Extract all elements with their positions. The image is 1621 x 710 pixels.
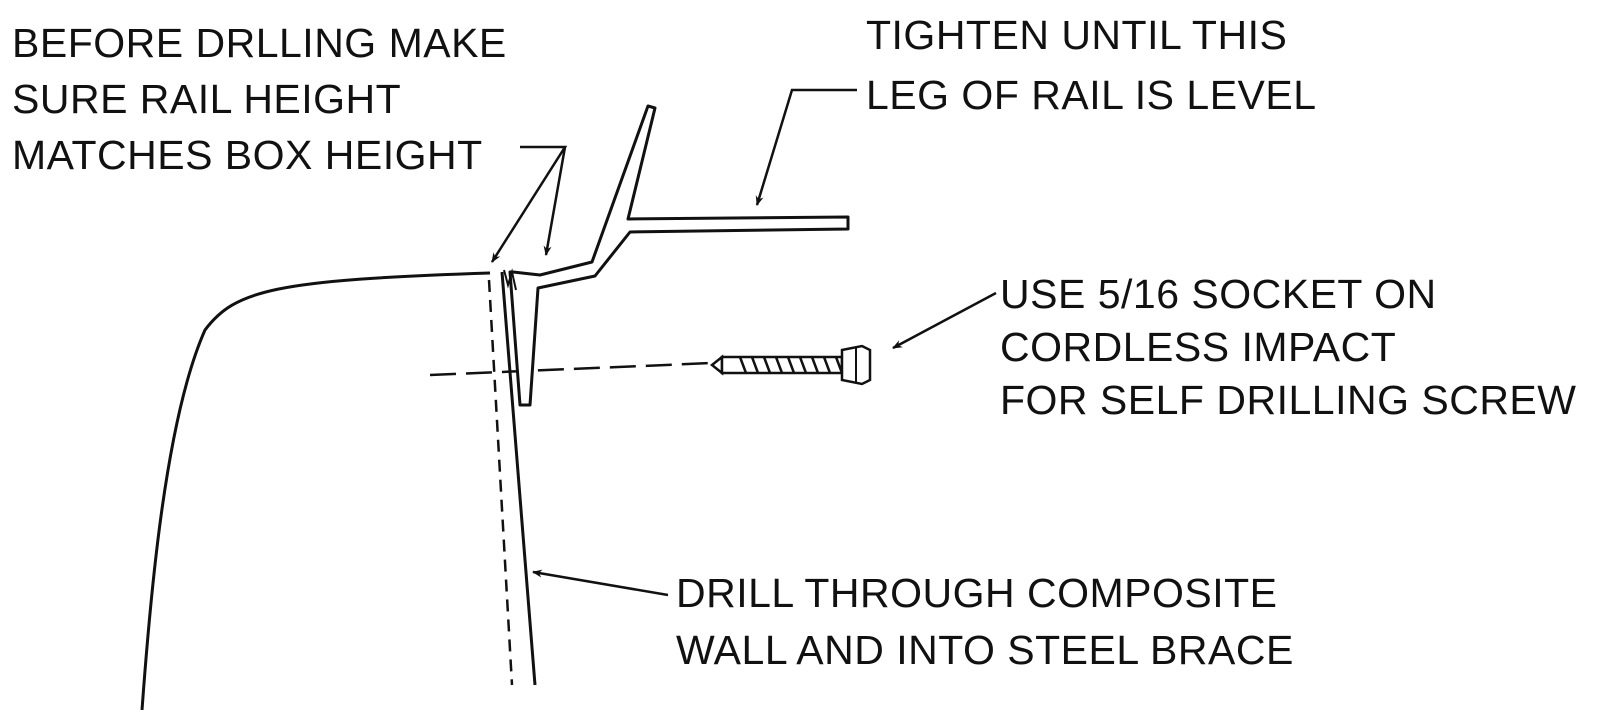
composite-wall-edge [500, 271, 537, 686]
screw-centerline [429, 361, 713, 377]
rail-profile [508, 104, 850, 407]
callout-line: TIGHTEN UNTIL THIS [866, 12, 1288, 58]
callout-line: WALL AND INTO STEEL BRACE [676, 627, 1294, 673]
callout-socket: USE 5/16 SOCKET ON CORDLESS IMPACT FOR S… [1000, 268, 1576, 427]
callout-line: BEFORE DRLLING MAKE [12, 20, 507, 66]
steel-brace-hidden-line [487, 279, 514, 686]
callout-line: LEG OF RAIL IS LEVEL [866, 72, 1317, 118]
callout-drill: DRILL THROUGH COMPOSITE WALL AND INTO ST… [676, 565, 1294, 679]
callout-line: DRILL THROUGH COMPOSITE [676, 570, 1278, 616]
leader-socket [892, 291, 997, 350]
rail-wall-seam [503, 268, 517, 291]
box-wall-outline [140, 271, 491, 710]
callout-line: MATCHES BOX HEIGHT [12, 132, 483, 178]
leader-rail-height-right [543, 146, 567, 256]
self-drilling-screw [709, 344, 872, 386]
callout-tighten: TIGHTEN UNTIL THIS LEG OF RAIL IS LEVEL [866, 5, 1317, 125]
screw-threads [738, 356, 844, 374]
callout-line: USE 5/16 SOCKET ON [1000, 271, 1437, 317]
callout-line: SURE RAIL HEIGHT [12, 76, 402, 122]
callout-rail-height: BEFORE DRLLING MAKE SURE RAIL HEIGHT MAT… [12, 15, 507, 183]
callout-line: CORDLESS IMPACT [1000, 324, 1397, 370]
callout-line: FOR SELF DRILLING SCREW [1000, 377, 1577, 423]
leader-drill [532, 569, 669, 597]
leader-tighten [755, 88, 857, 206]
screw-tip [709, 354, 724, 376]
